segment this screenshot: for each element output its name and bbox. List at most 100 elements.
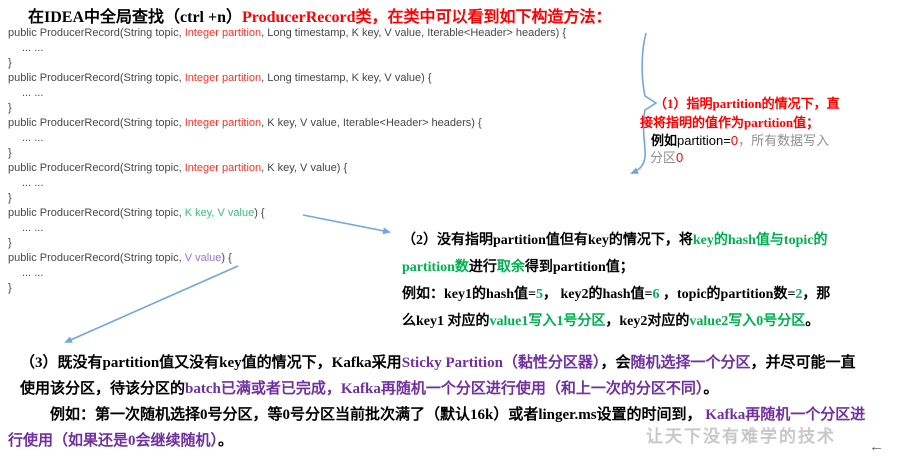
text-segment: 分区 [650,150,677,165]
code-line: ... ... [8,266,566,281]
code-line: public ProducerRecord(String topic, Inte… [8,71,566,86]
text-segment: partition= [677,133,731,148]
text-segment: 0 [730,133,739,148]
text-segment: 2 [795,287,803,302]
text-segment: public ProducerRecord(String topic, [8,207,185,219]
text-segment: } [8,102,12,114]
code-line: ... ... [8,176,566,191]
text-segment: 。 [218,433,234,449]
text-segment: 取余 [496,260,525,275]
text-segment: ... ... [22,87,44,99]
text-segment: ，会 [600,355,631,371]
page-title: 在IDEA中全局查找（ctrl +n）ProducerRecord类，在类中可以… [28,3,611,27]
code-line: ... ... [8,86,566,101]
note-line: （2）没有指明partition值但有key的情况下，将key的hash值与to… [402,227,830,254]
text-segment: ... ... [22,222,44,234]
text-segment: 么key1 对应的 [402,314,490,329]
text-segment: ，topic的partition数= [659,287,796,302]
text-segment: value1写入1号分区 [489,314,606,329]
text-segment: value2写入0号分区 [689,314,806,329]
code-line: public ProducerRecord(String topic, V va… [8,251,566,266]
text-segment: batch已满或者已完成，Kafka再随机一个分区进行使用（和上一次的分区不同） [185,381,704,397]
text-segment: ，key2对应的 [605,314,690,329]
text-segment: , K key, V value) { [261,162,348,174]
code-line: public ProducerRecord(String topic, K ke… [8,206,566,221]
note-line: 么key1 对应的value1写入1号分区，key2对应的value2写入0号分… [402,308,830,335]
note-line: 使用该分区，待该分区的batch已满或者已完成，Kafka再随机一个分区进行使用… [8,376,865,402]
code-block: public ProducerRecord(String topic, Inte… [8,26,566,296]
back-arrow-icon: ← [869,438,884,455]
code-line: public ProducerRecord(String topic, Inte… [8,26,566,41]
note-line: （1）指明partition的情况下，直 [640,94,840,113]
text-segment: ... ... [22,42,44,54]
code-line: } [8,281,566,296]
note-key-hash: （2）没有指明partition值但有key的情况下，将key的hash值与to… [402,227,830,335]
text-segment: ，并尽可能一直 [750,355,856,371]
text-segment: ，所有数据写入 [738,133,830,148]
text-segment: 6 [652,287,660,302]
text-segment: , Long timestamp, K key, V value, Iterab… [261,27,567,39]
text-segment: （1）指明partition的情况下，直 [654,96,840,111]
text-segment: , Long timestamp, K key, V value) { [261,72,432,84]
code-line: } [8,236,566,251]
text-segment: } [8,192,12,204]
text-segment: key的hash值与topic的 [692,233,828,248]
text-segment: public ProducerRecord(String topic, [8,162,185,174]
text-segment: 例如：第一次随机选择0号分区，等0号分区当前批次满了（默认16k）或者linge… [50,407,706,423]
text-segment: 0 [676,150,684,165]
text-segment: 。 [805,314,820,329]
text-segment: Integer partition [184,72,262,84]
text-segment: ... ... [22,177,44,189]
text-segment: partition数 [402,260,469,275]
text-segment: （3）既没有partition值又没有key值的情况下，Kafka采用 [20,355,402,371]
text-segment: 行使用（如果还是0会继续随机） [8,433,219,449]
text-segment: ， key2的hash值= [543,287,653,302]
text-segment: 。 [703,381,719,397]
note-line: 行使用（如果还是0会继续随机）。 [8,428,865,454]
text-segment: Kafka再随机一个分区进 [705,407,866,423]
text-segment: } [8,237,12,249]
text-segment: public ProducerRecord(String topic, [8,72,185,84]
text-segment: } [8,282,12,294]
note-line: 例如：key1的hash值=5， key2的hash值=6 ，topic的par… [402,281,830,308]
watermark: 让天下没有难学的技术 [646,427,836,446]
note-sticky-partition: （3）既没有partition值又没有key值的情况下，Kafka采用Stick… [8,350,865,454]
note-partition-specified: （1）指明partition的情况下，直 接将指明的值作为partition值；… [640,94,840,166]
text-segment: 使用该分区，待该分区的 [20,381,186,397]
text-segment: 得到partition值； [524,260,634,275]
note-line: 接将指明的值作为partition值； [640,113,840,132]
text-segment: Sticky Partition（黏性分区器） [401,355,601,371]
code-line: } [8,191,566,206]
note-line: （3）既没有partition值又没有key值的情况下，Kafka采用Stick… [8,350,865,376]
text-segment: 5 [536,287,543,302]
text-segment: 例如：key1的hash值= [402,287,536,302]
text-segment: public ProducerRecord(String topic, [8,27,185,39]
text-segment: ) { [254,207,265,219]
code-line: } [8,146,566,161]
text-segment: Integer partition [184,27,262,39]
note-line: partition数进行取余得到partition值； [402,254,830,281]
text-segment: ) { [221,252,232,264]
text-segment: , K key, V value, Iterable<Header> heade… [261,117,482,129]
text-segment: 接将指明的值作为partition值； [640,115,820,130]
text-segment: public ProducerRecord(String topic, [8,117,185,129]
code-line: ... ... [8,41,566,56]
note-line: 例如partition=0，所有数据写入 [640,132,840,149]
text-segment: public ProducerRecord(String topic, [8,252,185,264]
text-segment: ，那 [802,287,831,302]
text-segment: ... ... [22,132,44,144]
code-line: } [8,101,566,116]
text-segment: ... ... [22,267,44,279]
code-line: ... ... [8,221,566,236]
text-segment: } [8,57,12,69]
text-segment: 例如 [651,133,678,148]
code-line: public ProducerRecord(String topic, Inte… [8,161,566,176]
code-line: } [8,56,566,71]
code-line: ... ... [8,131,566,146]
note-line: 例如：第一次随机选择0号分区，等0号分区当前批次满了（默认16k）或者linge… [8,402,865,428]
text-segment: } [8,147,12,159]
text-segment: Integer partition [184,162,262,174]
text-segment: （2）没有指明partition值但有key的情况下，将 [402,233,693,248]
text-segment: 随机选择一个分区 [630,355,751,371]
